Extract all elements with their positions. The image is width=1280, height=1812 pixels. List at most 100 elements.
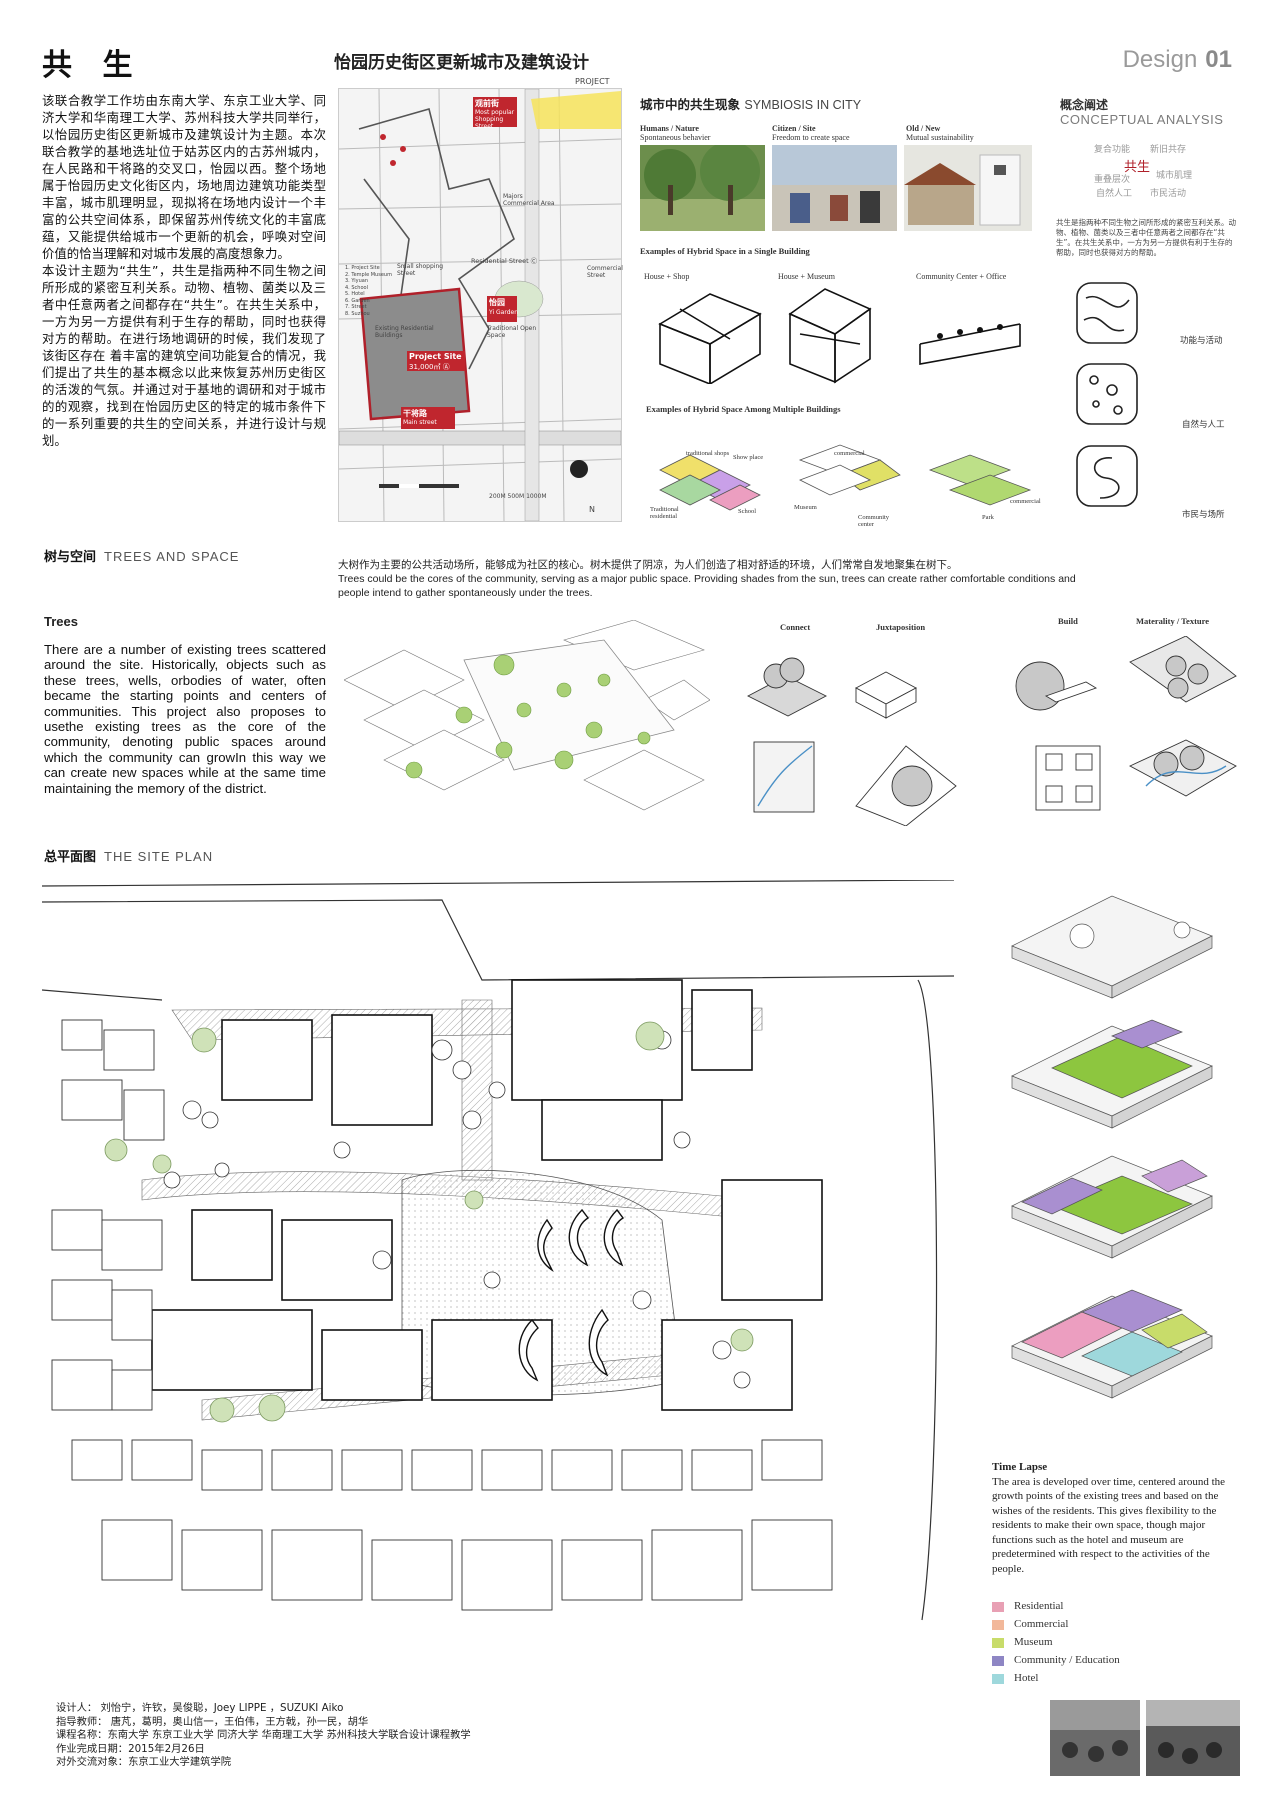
legend-swatch-community [992,1656,1004,1666]
credits-date: 作业完成日期：2015年2月26日 [56,1742,205,1755]
page-title: 共 生 [42,48,143,83]
multi-label-4: School [738,508,757,515]
legend-community: Community / Education [1014,1654,1120,1666]
multi-label-7: Community center [858,514,890,528]
trees-axonometric [344,620,710,811]
photo-1-title: Humans / Nature [640,124,699,133]
cloud-word-5: 自然人工 [1096,189,1133,199]
legend-swatch-museum [992,1638,1004,1648]
cloud-word-6: 市民活动 [1150,189,1187,199]
credits-teachers: 指导教师： 唐芃，葛明，奥山信一，王伯伟，王方戟，孙一民，胡华 [56,1715,369,1728]
cloud-word-1: 复合功能 [1094,145,1131,155]
concept-heading-en: CONCEPTUAL ANALYSIS [1060,112,1224,127]
yiyuan-desc: Yi Garden [489,309,519,316]
multi-label-3: Traditional residential [650,506,679,520]
commercial-street-label: Commercial Street [587,265,623,279]
project-title: 怡园历史街区更新城市及建筑设计 [334,53,589,73]
single-building-diagrams [658,288,1021,384]
multi-label-8: Park [982,514,994,521]
multi-building-heading: Examples of Hybrid Space Among Multiple … [646,404,841,414]
credits-designers: 设计人： 刘怡宁，许钦，吴俊聪，Joey LIPPE ，SUZUKI Aiko [56,1702,344,1714]
yiyuan-marker [487,296,517,322]
tree-diagram-label-1: Connect [780,622,811,632]
legend-swatch-residential [992,1602,1004,1612]
concept-label-2: 自然与人工 [1182,420,1225,430]
symbiosis-photos [640,145,1032,231]
workshop-photo-2 [1146,1700,1240,1776]
workshop-photos [1050,1700,1240,1776]
site-plan-drawing [41,879,955,1640]
concept-center-word: 共生 [1124,160,1151,175]
credits-course: 课程名称：东南大学 东京工业大学 同济大学 华南理工大学 苏州科技大学联合设计课… [56,1729,471,1742]
tree-relation-diagrams [747,636,1237,826]
single-building-heading: Examples of Hybrid Space in a Single Bui… [640,246,810,256]
tree-diagram-label-2: Juxtaposition [876,622,926,632]
photo-3-sub: Mutual sustainability [906,133,974,142]
single-label-1: House + Shop [644,272,690,281]
project-site-label: Project Site [409,352,462,361]
photo-2-sub: Freedom to create space [772,133,850,142]
guanqian-label: 观前街 [475,99,499,108]
cloud-word-4: 城市肌理 [1156,171,1193,181]
site-plan-svg [41,879,955,1640]
project-area-label: 31,000㎡ Ⓐ [409,363,450,371]
site-map-drawing [338,88,622,522]
multi-label-1: traditional shops [686,450,730,457]
map-scale-label: 200M 500M 1000M [489,493,547,500]
credits-exchange: 对外交流对象：东京工业大学建筑学院 [56,1756,232,1769]
single-label-2: House + Museum [778,272,835,281]
main-street-label: Main street [403,419,437,426]
guanqian-marker [473,97,517,127]
legend-hotel: Hotel [1014,1672,1039,1684]
multi-label-6: Museum [794,504,817,511]
majors-commercial-label: Majors Commercial Area [503,193,555,207]
concept-diagrams [1076,282,1138,507]
legend-residential: Residential [1014,1600,1064,1612]
concept-description: 共生是指两种不同生物之间所形成的紧密互利关系。动物、植物、菌类以及三者中任意两者… [1056,218,1236,257]
trees-subtitle: Trees [44,614,78,629]
north-arrow: N [589,505,595,514]
tree-diagram-label-4: Materality / Texture [1136,616,1210,626]
intro-paragraph-2: 本设计主题为“共生”，共生是指两种不同生物之间所形成的紧密互利关系。动物、植物、… [42,263,326,448]
single-label-3: Community Center + Office [916,272,1007,281]
cloud-word-2: 新旧共存 [1150,145,1187,155]
time-lapse-title: Time Lapse [992,1461,1048,1473]
ganjiang-marker [401,407,455,429]
intro-text: 该联合教学工作坊由东南大学、东京工业大学、同济大学和华南理工大学、苏州科技大学共… [42,92,326,449]
intro-paragraph-1: 该联合教学工作坊由东南大学、东京工业大学、同济大学和华南理工大学、苏州科技大学共… [42,93,326,261]
legend-museum: Museum [1014,1636,1053,1648]
photo-humans-nature [640,145,765,231]
photo-2-title: Citizen / Site [772,124,816,133]
legend-swatch-commercial [992,1620,1004,1630]
residential-street-label: Residential Street Ⓒ [471,257,538,265]
multi-label-2: Show place [733,454,764,461]
map-legend: 1. Project Site 2. Temple Museum 3. Yiyu… [345,265,392,317]
time-lapse-text: Time Lapse The area is developed over ti… [992,1460,1232,1576]
guanqian-desc: Most popular Shopping Street [475,109,515,130]
time-lapse-body: The area is developed over time, centere… [992,1475,1226,1575]
concept-label-1: 功能与活动 [1180,336,1223,346]
time-lapse-axonometrics [1011,895,1213,1399]
trees-body: There are a number of existing trees sca… [44,642,326,796]
tree-diagram-label-3: Build [1058,616,1078,626]
small-shopping-label: Small shopping Street [397,263,444,277]
cloud-word-3: 重叠层次 [1094,175,1131,185]
symbiosis-heading: 城市中的共生现象 SYMBIOSIS IN CITY [640,97,862,112]
photo-3-title: Old / New [906,124,941,133]
photo-old-new [904,145,1032,231]
concept-heading-cn: 概念阐述 [1060,98,1109,112]
photo-1-sub: Spontaneous behavier [640,133,711,142]
multi-label-5: commercial [834,450,865,457]
trees-intro: 大树作为主要的公共活动场所，能够成为社区的核心。树木提供了阴凉，为人们创造了相对… [338,559,1076,599]
photo-citizen-site [772,145,897,231]
workshop-photo-1 [1050,1700,1140,1776]
multi-building-diagrams [659,444,1032,511]
multi-label-9: commercial [1010,498,1041,505]
legend-commercial: Commercial [1014,1618,1069,1630]
site-location-map: PROJECT 观前街 Most popular Shopping Street… [338,77,623,522]
credits: 设计人： 刘怡宁，许钦，吴俊聪，Joey LIPPE ，SUZUKI Aiko … [56,1702,471,1770]
map-project-label: PROJECT [575,77,610,86]
